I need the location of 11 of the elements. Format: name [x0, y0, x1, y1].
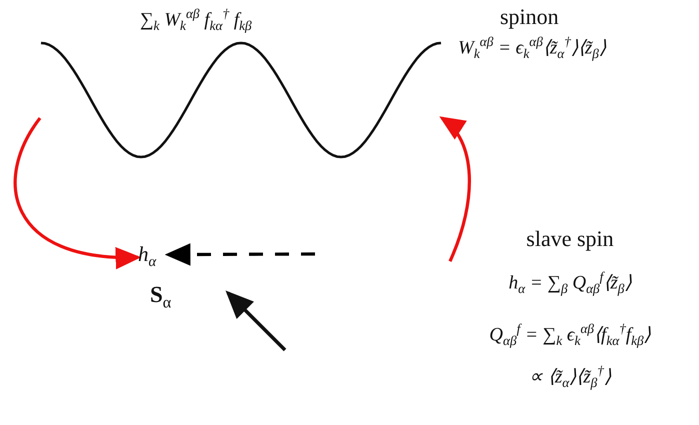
arrow: [440, 116, 471, 262]
model-name: slave spin: [526, 226, 614, 252]
band-formula: ∑$_{k}$ W$_{k}$$^{αβ}$ f$_{kα}$$^{†}$ f$_{kβ}$: [140, 6, 252, 34]
arrow: [164, 243, 315, 266]
arrow: [14, 117, 142, 268]
equation: Q$_{αβ}$$^{f}$ = ∑$_{k}$ ϵ$_{k}$$^{αβ}$⟨f$_{kα}$$^{†}$f$_{kβ}$⟩ ∝ ⟨z̃$_{α}$⟩⟨z̃$_{β}$$^{†}$⟩: [488, 320, 652, 392]
band-equation: W$_{k}$$^{αβ}$ = ϵ$_{k}$$^{αβ}$⟨z̃$_{α}$$^{†}$⟩⟨z̃$_{β}$⟩: [458, 34, 606, 62]
band-name: spinon: [500, 4, 559, 30]
equation: h$_{α}$ = ∑$_{β}$ Q$_{αβ}$$^{f}$⟨z̃$_{β}$⟩: [508, 268, 632, 298]
field-symbol: h$_{α}$: [138, 242, 168, 270]
spin-symbol: S$_{α}$: [150, 282, 172, 313]
